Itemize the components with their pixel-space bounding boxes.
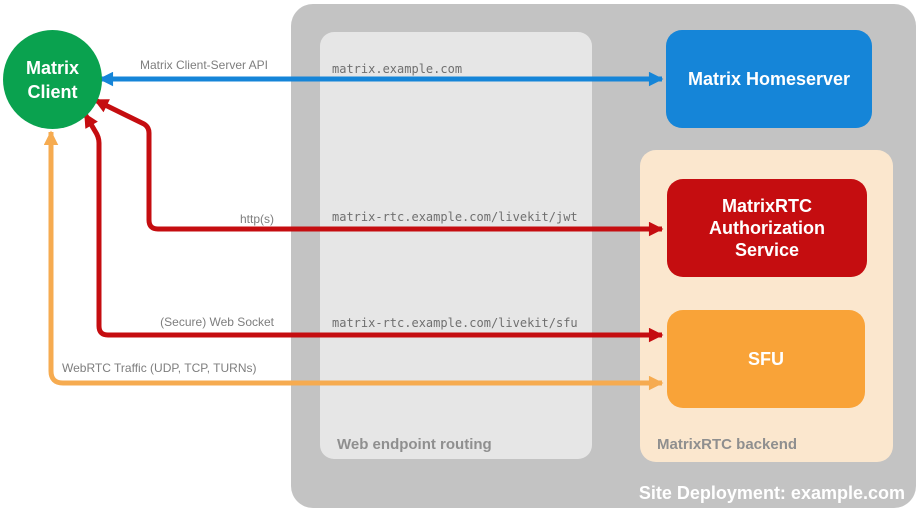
client-server-api-label: Matrix Client-Server API xyxy=(139,58,269,72)
endpoint-livekit-sfu-url: matrix-rtc.example.com/livekit/sfu xyxy=(332,316,578,330)
matrixrtc-auth-service-node: MatrixRTC Authorization Service xyxy=(667,179,867,277)
endpoint-livekit-jwt-url: matrix-rtc.example.com/livekit/jwt xyxy=(332,210,578,224)
http-label: http(s) xyxy=(239,212,274,226)
backend-panel-caption: MatrixRTC backend xyxy=(657,436,798,453)
web-endpoint-routing-panel xyxy=(320,32,592,459)
endpoint-matrix-url: matrix.example.com xyxy=(332,62,463,76)
webrtc-traffic-label: WebRTC Traffic (UDP, TCP, TURNs) xyxy=(62,361,257,375)
websocket-label: (Secure) Web Socket xyxy=(160,315,274,329)
site-deployment-title: Site Deployment: example.com xyxy=(638,483,905,503)
routing-panel-caption: Web endpoint routing xyxy=(337,436,492,453)
sfu-node: SFU xyxy=(667,310,865,408)
matrix-homeserver-node: Matrix Homeserver xyxy=(666,30,872,128)
matrix-client-node: Matrix Client xyxy=(3,30,102,129)
